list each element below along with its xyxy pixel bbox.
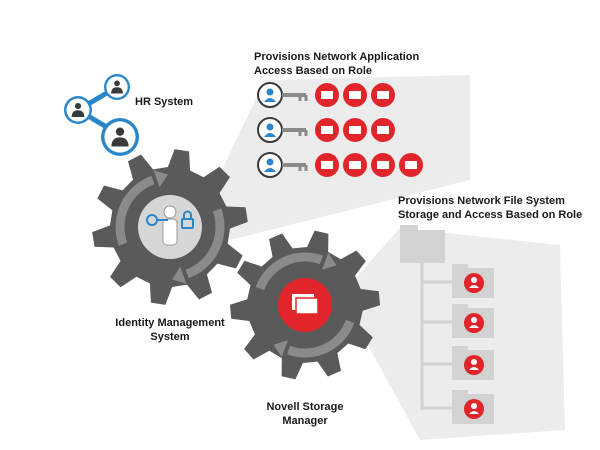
storage-folders-hub-icon: [278, 278, 332, 332]
storage-manager-label: Novell Storage Manager: [250, 400, 360, 428]
sub-folder-group-icon: [452, 264, 494, 298]
hr-person-left-icon: [64, 96, 92, 124]
mail-icon: [371, 118, 395, 142]
pie-chart-icon: [371, 153, 395, 177]
bank-icon: [343, 83, 367, 107]
files-title: Provisions Network File System Storage a…: [398, 194, 582, 222]
person-key-icon: [257, 82, 308, 108]
person-key-icon: [257, 152, 308, 178]
sub-folder-person-icon: [452, 346, 494, 380]
role-app-rows: [257, 82, 423, 178]
mail-icon: [399, 153, 423, 177]
sub-folder-person-icon: [452, 390, 494, 424]
hr-system-text: HR System: [135, 96, 194, 108]
bar-chart-icon: [343, 153, 367, 177]
org-chart-icon: [343, 118, 367, 142]
sub-folder-person-icon: [452, 304, 494, 338]
browser-icon: [315, 118, 339, 142]
file-system-tree: [400, 225, 494, 424]
storage-line1: Novell Storage: [266, 401, 344, 413]
hr-system-label: HR System: [135, 95, 193, 109]
book-icon: [315, 83, 339, 107]
storage-line2: Manager: [282, 415, 328, 427]
person-key-icon: [257, 117, 308, 143]
files-title-line1: Provisions Network File System: [398, 195, 565, 207]
root-folder-icon: [400, 225, 445, 263]
idm-line1: Identity Management: [115, 317, 225, 329]
mail-icon: [371, 83, 395, 107]
identity-management-label: Identity Management System: [110, 316, 230, 344]
hr-person-top-icon: [104, 74, 130, 100]
handshake-icon: [315, 153, 339, 177]
idm-line2: System: [150, 331, 190, 343]
hr-network: [64, 74, 139, 156]
apps-title: Provisions Network Application Access Ba…: [254, 50, 419, 78]
apps-title-line1: Provisions Network Application: [254, 51, 420, 63]
apps-title-line2: Access Based on Role: [254, 65, 372, 77]
files-title-line2: Storage and Access Based on Role: [398, 209, 583, 221]
identity-key-hub-icon: [138, 195, 202, 259]
hr-person-bottom-icon: [101, 118, 139, 156]
